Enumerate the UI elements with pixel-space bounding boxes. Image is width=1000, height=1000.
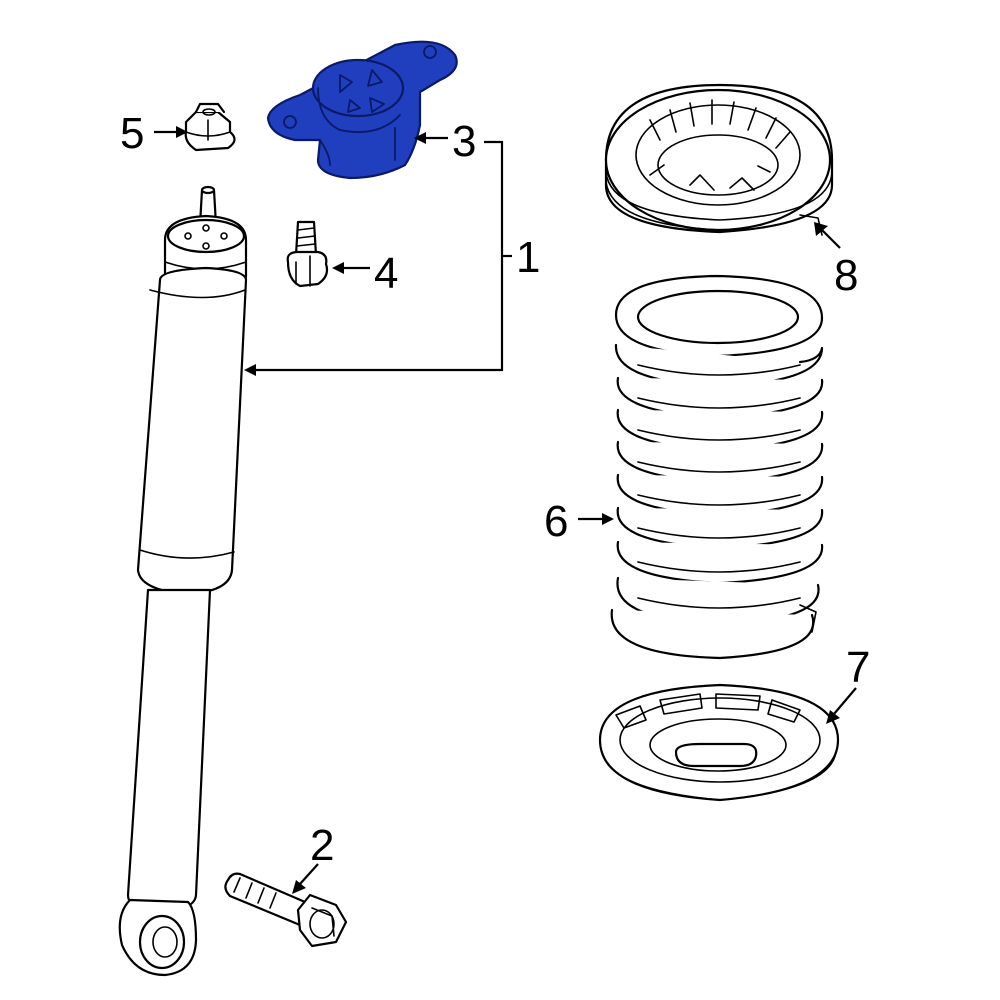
coil-spring-part[interactable] — [610, 274, 824, 660]
callout-6: 6 — [544, 497, 568, 546]
bolt-part-2[interactable] — [224, 872, 348, 948]
upper-mount-part[interactable] — [266, 40, 458, 180]
callout-1: 1 — [516, 233, 540, 282]
callout-8: 8 — [834, 251, 858, 300]
lower-spring-seat-part[interactable] — [598, 683, 840, 802]
bolt-part-4[interactable] — [286, 220, 329, 288]
callout-5: 5 — [120, 109, 144, 158]
nut-part[interactable] — [184, 102, 236, 152]
callout-4: 4 — [374, 249, 398, 298]
shock-absorber-part[interactable] — [118, 185, 248, 977]
upper-spring-seat-part[interactable] — [604, 83, 834, 236]
callout-2: 2 — [310, 821, 334, 870]
callout-7: 7 — [846, 643, 870, 692]
callout-3: 3 — [452, 117, 476, 166]
leader-lines — [154, 126, 857, 894]
